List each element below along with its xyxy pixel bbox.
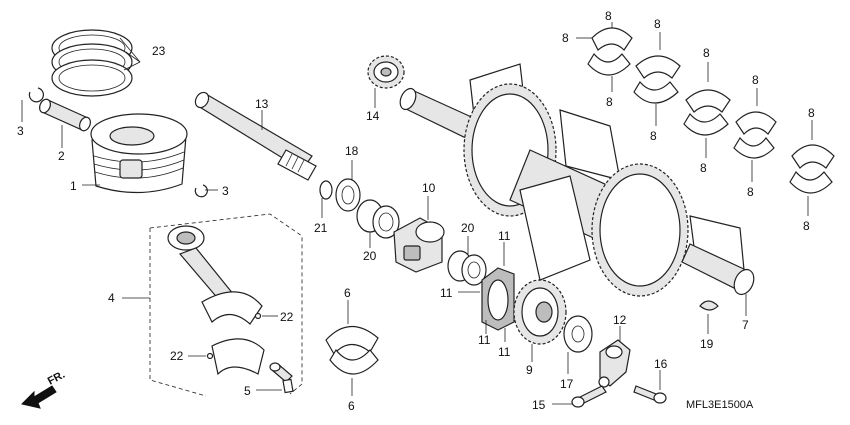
callout-18: 18 — [345, 144, 359, 158]
main-bearing-pair-1 — [587, 27, 633, 76]
main-bearing-pair-3 — [683, 89, 731, 136]
callout-11-bottom-right: 11 — [498, 345, 511, 359]
dowel-22-right — [254, 312, 262, 320]
callout-4: 4 — [108, 291, 115, 305]
connecting-rod-group-box — [149, 213, 303, 397]
callout-8-1a: 8 — [562, 31, 569, 45]
callout-8-4b: 8 — [747, 185, 754, 199]
callout-8-2b: 8 — [650, 129, 657, 143]
callout-8-extra: 8 — [605, 9, 612, 23]
rod-bearing-upper — [325, 325, 379, 356]
callout-20-right: 20 — [461, 221, 475, 235]
main-bearing-pair-5 — [789, 144, 835, 194]
piston-pin-clip-left — [28, 87, 44, 103]
callout-12: 12 — [613, 313, 627, 327]
callout-8-1b: 8 — [606, 95, 613, 109]
callout-7: 7 — [742, 318, 749, 332]
callout-13: 13 — [255, 97, 269, 111]
callout-21: 21 — [314, 221, 328, 235]
main-bearing-pair-4 — [733, 111, 777, 159]
needle-bearing-right — [447, 250, 487, 286]
piston — [90, 113, 188, 194]
washer-18 — [335, 178, 361, 212]
callout-8-3b: 8 — [700, 161, 707, 175]
callout-3-left: 3 — [17, 124, 24, 138]
callout-8-5b: 8 — [803, 219, 810, 233]
hub-10 — [393, 217, 445, 273]
callout-8-2a: 8 — [654, 17, 661, 31]
callout-8-3a: 8 — [703, 46, 710, 60]
rod-bearing-lower — [329, 348, 379, 375]
connecting-rod — [167, 225, 265, 376]
callout-10: 10 — [422, 181, 436, 195]
callout-5: 5 — [244, 384, 251, 398]
callout-17: 17 — [560, 377, 574, 391]
callout-8-4a: 8 — [752, 73, 759, 87]
rod-bolt — [269, 362, 294, 394]
callout-22-left: 22 — [170, 349, 184, 363]
crankshaft — [399, 63, 755, 297]
ring-21 — [319, 180, 333, 200]
shaft — [194, 91, 317, 181]
callout-1: 1 — [70, 179, 77, 193]
callout-11-left: 11 — [440, 286, 453, 300]
front-direction-arrow-icon — [21, 385, 57, 409]
callout-23: 23 — [152, 44, 166, 58]
callout-8-5a: 8 — [808, 106, 815, 120]
diagram-code: MFL3E1500A — [686, 399, 754, 411]
callout-2: 2 — [58, 149, 65, 163]
bolt-15 — [571, 385, 607, 408]
callout-6-top: 6 — [344, 286, 351, 300]
needle-bearing-left — [356, 199, 400, 239]
bolt-16 — [633, 385, 667, 404]
callout-16: 16 — [654, 357, 668, 371]
washer-17 — [563, 315, 593, 353]
woodruff-key — [699, 300, 719, 311]
damper-rubbers — [481, 267, 515, 331]
piston-pin-clip-right — [194, 184, 208, 198]
callout-3-right: 3 — [222, 184, 229, 198]
callout-22-right: 22 — [280, 310, 294, 324]
direction-label: FR. — [46, 369, 67, 388]
piston-rings — [51, 29, 133, 97]
dowel-22-left — [206, 352, 214, 360]
piston-pin — [39, 98, 91, 132]
callout-11-bottom-left: 11 — [478, 333, 491, 347]
callout-19: 19 — [700, 337, 714, 351]
callout-9: 9 — [526, 363, 533, 377]
gear-small-top — [367, 55, 405, 89]
main-bearing-pair-2 — [633, 55, 681, 104]
callout-11-top: 11 — [498, 229, 511, 243]
tensioner-arm — [598, 339, 631, 388]
primary-drive-gear — [513, 279, 567, 345]
callout-15: 15 — [532, 398, 546, 412]
callout-20-left: 20 — [363, 249, 377, 263]
callout-6-bottom: 6 — [348, 399, 355, 413]
callout-14: 14 — [366, 109, 380, 123]
